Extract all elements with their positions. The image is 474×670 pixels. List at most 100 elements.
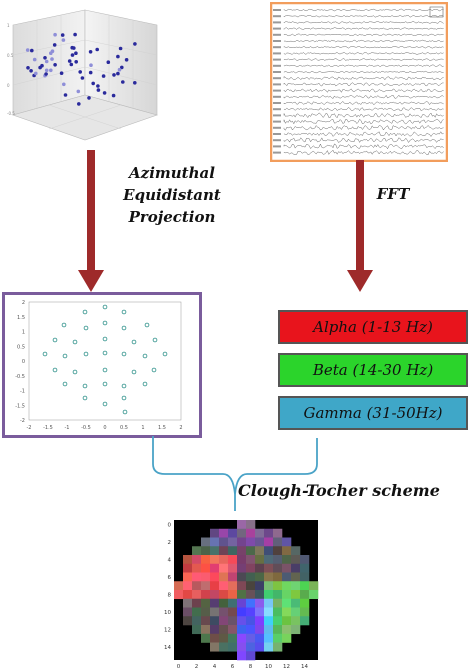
- topographic-pixel: [201, 625, 211, 635]
- topographic-pixel: [219, 581, 229, 591]
- electrode-point-3d: [118, 46, 123, 51]
- topographic-pixel: [174, 590, 184, 600]
- electrode-point-3d: [25, 48, 30, 52]
- image-x-tick: 8: [249, 664, 253, 670]
- image-x-tick: 0: [177, 664, 181, 670]
- topographic-pixel: [237, 651, 247, 661]
- topographic-pixel: [273, 572, 283, 582]
- topographic-pixel: [192, 590, 202, 600]
- topographic-pixel: [183, 563, 193, 573]
- image-y-tick: 4: [168, 557, 172, 563]
- channel-label-mark: [273, 58, 281, 61]
- topographic-pixel: [183, 616, 193, 626]
- electrode-point-3d: [88, 70, 93, 75]
- electrode-point-3d: [78, 70, 82, 74]
- electrode-point-3d: [74, 51, 78, 55]
- electrode-point-2d: [121, 325, 127, 331]
- electrode-point-2d: [83, 351, 89, 357]
- topographic-pixel: [264, 598, 274, 608]
- topographic-pixel: [282, 598, 292, 608]
- topographic-pixel: [282, 572, 292, 582]
- topographic-pixel: [282, 555, 292, 565]
- topographic-pixel: [210, 546, 220, 556]
- eeg-trace: [283, 21, 444, 24]
- electrode-point-3d: [67, 59, 72, 63]
- topographic-pixel: [201, 555, 211, 565]
- electrode-point-3d: [76, 89, 81, 94]
- electrode-point-2d: [52, 367, 58, 373]
- channel-label-mark: [273, 52, 281, 55]
- channel-label-mark: [273, 145, 281, 148]
- channel-label-mark: [273, 27, 281, 30]
- topographic-pixel: [201, 590, 211, 600]
- electrode-point-3d: [77, 102, 81, 106]
- electrode-point-2d: [82, 383, 88, 389]
- topographic-pixel: [219, 546, 229, 556]
- merge-bracket: [152, 436, 318, 511]
- clough-tocher-label: Clough-Tocher scheme: [238, 481, 440, 500]
- band-gamma-label: Gamma (31-50Hz): [303, 404, 443, 422]
- topographic-pixel: [237, 563, 247, 573]
- electrode-point-2d: [102, 336, 108, 342]
- eeg-trace: [283, 52, 444, 55]
- topographic-pixel: [228, 563, 238, 573]
- topographic-pixel: [228, 546, 238, 556]
- topographic-pixel: [291, 625, 301, 635]
- topographic-pixel: [228, 555, 238, 565]
- topographic-pixel: [228, 625, 238, 635]
- y-tick-label: 0.5: [17, 344, 25, 350]
- channel-label-mark: [273, 15, 281, 18]
- topographic-pixel: [246, 528, 256, 538]
- topographic-pixel: [291, 581, 301, 591]
- topographic-pixel: [255, 572, 265, 582]
- topographic-pixel: [264, 555, 274, 565]
- topographic-pixel: [246, 590, 256, 600]
- topographic-pixel: [228, 607, 238, 617]
- topographic-pixel: [246, 555, 256, 565]
- eeg-trace: [283, 33, 444, 37]
- channel-label-mark: [273, 71, 281, 73]
- topographic-pixel: [282, 537, 292, 547]
- electrode-point-3d: [101, 74, 106, 78]
- eeg-trace: [283, 39, 444, 43]
- electrode-point-3d: [116, 71, 120, 76]
- channel-label-mark: [273, 120, 281, 123]
- topographic-pixel: [201, 598, 211, 608]
- channel-label-mark: [273, 46, 281, 49]
- topographic-pixel: [246, 572, 256, 582]
- x-tick-label: -1: [65, 425, 70, 431]
- topographic-pixel: [273, 633, 283, 643]
- channel-label-mark: [273, 114, 281, 117]
- topographic-pixel: [291, 616, 301, 626]
- channel-label-mark: [273, 83, 281, 86]
- svg-text:0: 0: [7, 83, 10, 88]
- topographic-pixel: [282, 563, 292, 573]
- topographic-pixel: [192, 581, 202, 591]
- topographic-pixel: [192, 598, 202, 608]
- electrode-point-3d: [121, 80, 125, 84]
- topographic-pixel: [255, 537, 265, 547]
- electrode-point-2d: [142, 381, 148, 387]
- electrode-point-3d: [112, 73, 116, 77]
- topographic-pixel: [282, 607, 292, 617]
- topographic-pixel: [192, 563, 202, 573]
- topographic-pixel: [183, 581, 193, 591]
- topographic-pixel: [201, 607, 211, 617]
- topographic-pixel: [237, 546, 247, 556]
- electrode-point-2d: [131, 369, 137, 375]
- topographic-pixel: [219, 633, 229, 643]
- topographic-pixel: [264, 607, 274, 617]
- 3d-points: [25, 32, 137, 106]
- electrode-point-3d: [30, 48, 34, 53]
- electrode-point-3d: [88, 50, 93, 54]
- topographic-pixel: [246, 598, 256, 608]
- electrode-point-2d: [121, 383, 127, 389]
- electrode-point-3d: [63, 93, 68, 97]
- topographic-pixel: [237, 520, 247, 530]
- electrode-point-2d: [83, 325, 89, 331]
- electrode-point-3d: [87, 96, 91, 100]
- topographic-pixel: [210, 598, 220, 608]
- topographic-pixel: [192, 555, 202, 565]
- topographic-pixel: [210, 555, 220, 565]
